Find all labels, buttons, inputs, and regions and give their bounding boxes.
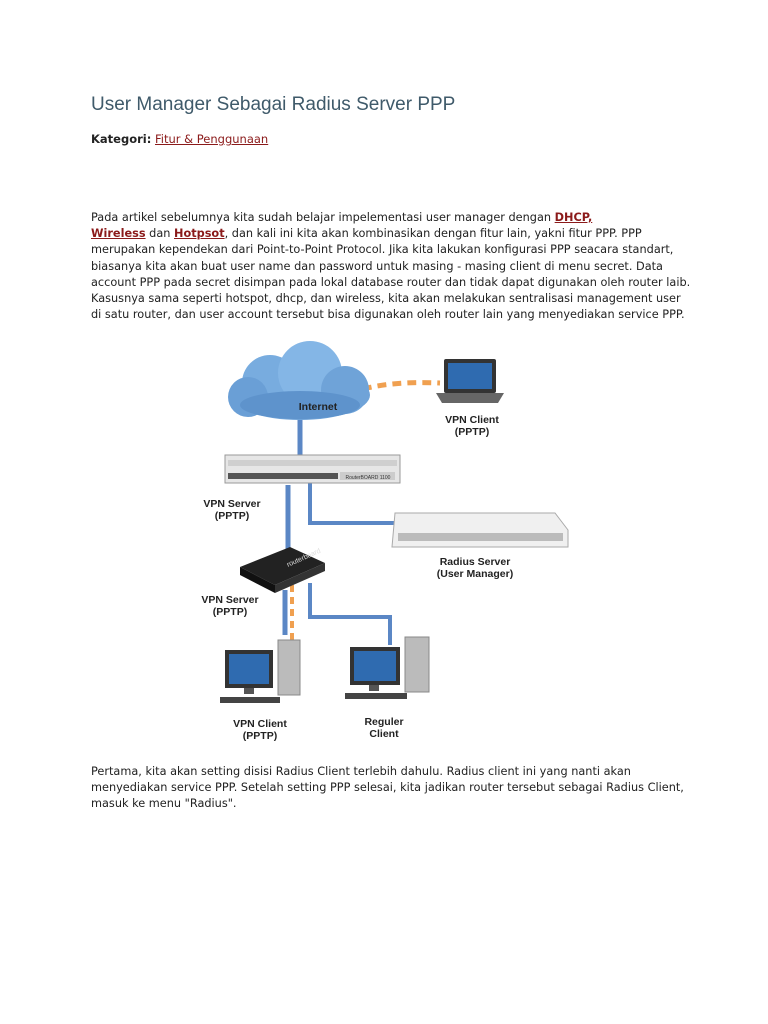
- laptop-icon: [436, 359, 504, 403]
- vpn-client-bottom-label: VPN Client: [233, 718, 287, 730]
- vpn-client-bottom-sublabel: (PPTP): [243, 730, 277, 742]
- vpn-client-top-sublabel: (PPTP): [455, 426, 489, 438]
- internet-label: Internet: [299, 401, 338, 413]
- intro-paragraph: Pada artikel sebelumnya kita sudah belaj…: [91, 210, 691, 323]
- router-brand-label: RouterBOARD 1100: [346, 475, 391, 481]
- vpn-server-main-sublabel: (PPTP): [215, 510, 249, 522]
- reguler-client-label: Reguler: [364, 716, 403, 728]
- page-title: User Manager Sebagai Radius Server PPP: [91, 94, 456, 115]
- link-wireless[interactable]: Wireless: [91, 227, 146, 241]
- radius-server-label: Radius Server: [440, 556, 511, 568]
- vpn-server-main-label: VPN Server: [203, 498, 260, 510]
- network-diagram: Internet VPN Client (PPTP) RouterBOARD 1…: [200, 335, 580, 755]
- vpn-client-pc-icon: [220, 639, 301, 703]
- router-small-icon: routerboard: [240, 547, 325, 593]
- intro-text-3: , dan kali ini kita akan kombinasikan de…: [91, 227, 691, 322]
- vpn-server-small-sublabel: (PPTP): [213, 606, 247, 618]
- category-link[interactable]: Fitur & Penggunaan: [154, 132, 269, 146]
- vpn-client-top-label: VPN Client: [445, 414, 499, 426]
- reguler-client-pc-icon: [345, 636, 430, 699]
- reguler-client-sublabel: Client: [369, 728, 399, 740]
- category-label: Kategori:: [91, 132, 152, 146]
- intro-text-1: Pada artikel sebelumnya kita sudah belaj…: [91, 211, 555, 224]
- category-line: Kategori: Fitur & Penggunaan: [91, 132, 268, 146]
- internet-cloud-icon: [228, 341, 370, 420]
- router-main-icon: RouterBOARD 1100: [224, 454, 401, 484]
- outro-paragraph: Pertama, kita akan setting disisi Radius…: [91, 765, 684, 811]
- radius-server-sublabel: (User Manager): [437, 568, 513, 580]
- vpn-server-small-label: VPN Server: [201, 594, 258, 606]
- link-hotspot[interactable]: Hotpsot: [174, 227, 225, 241]
- link-dhcp[interactable]: DHCP,: [554, 211, 593, 224]
- radius-server-icon: [391, 512, 569, 548]
- intro-text-2: dan: [145, 227, 174, 241]
